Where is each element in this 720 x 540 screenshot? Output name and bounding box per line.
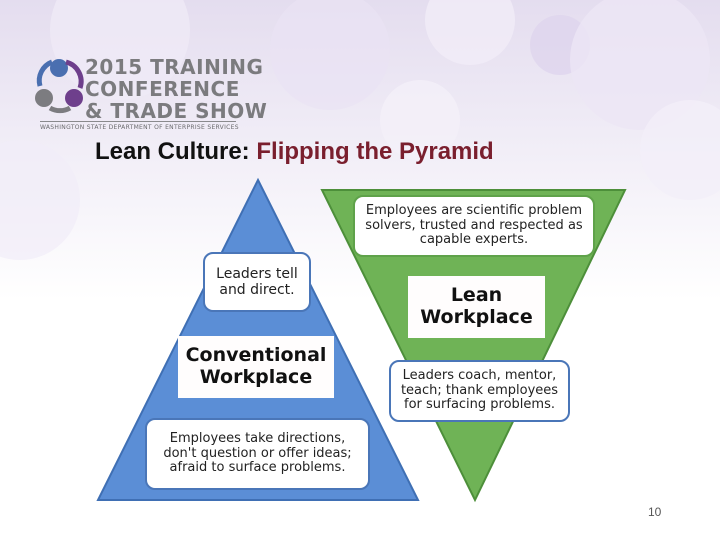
lean-label-box: Lean Workplace <box>408 276 545 338</box>
title-part-1: Lean Culture: <box>95 138 250 165</box>
conventional-label-box: Conventional Workplace <box>178 336 334 398</box>
lean-top-box: Employees are scientific problem solvers… <box>353 195 595 257</box>
conventional-top-box: Leaders tell and direct. <box>203 252 311 312</box>
conventional-top-text: Leaders tell and direct. <box>216 265 298 298</box>
lean-bottom-box: Leaders coach, mentor, teach; thank empl… <box>389 360 570 422</box>
background-bubbles <box>0 0 720 300</box>
logo-line-2: CONFERENCE <box>85 77 240 101</box>
conference-logo: 2015 TRAINING CONFERENCE & TRADE SHOW WA… <box>30 42 267 132</box>
people-circle-icon <box>35 59 84 114</box>
lean-inverted-pyramid <box>320 189 627 503</box>
logo-line-3: & TRADE SHOW <box>85 99 268 123</box>
logo-line-1: 2015 TRAINING <box>85 55 264 79</box>
conventional-bottom-text: Employees take directions, don't questio… <box>163 430 352 476</box>
conventional-bottom-box: Employees take directions, don't questio… <box>145 418 370 490</box>
slide-title: Lean Culture: Flipping the Pyramid <box>95 138 494 166</box>
page-number: 10 <box>648 505 662 519</box>
title-part-2: Flipping the Pyramid <box>256 138 494 165</box>
logo-divider <box>40 121 236 122</box>
conventional-label: Conventional Workplace <box>185 344 327 388</box>
lean-bottom-text: Leaders coach, mentor, teach; thank empl… <box>400 367 559 413</box>
lean-top-text: Employees are scientific problem solvers… <box>365 202 583 248</box>
logo-tagline: WASHINGTON STATE DEPARTMENT OF ENTERPRIS… <box>40 124 239 131</box>
lean-label: Lean Workplace <box>420 284 533 328</box>
